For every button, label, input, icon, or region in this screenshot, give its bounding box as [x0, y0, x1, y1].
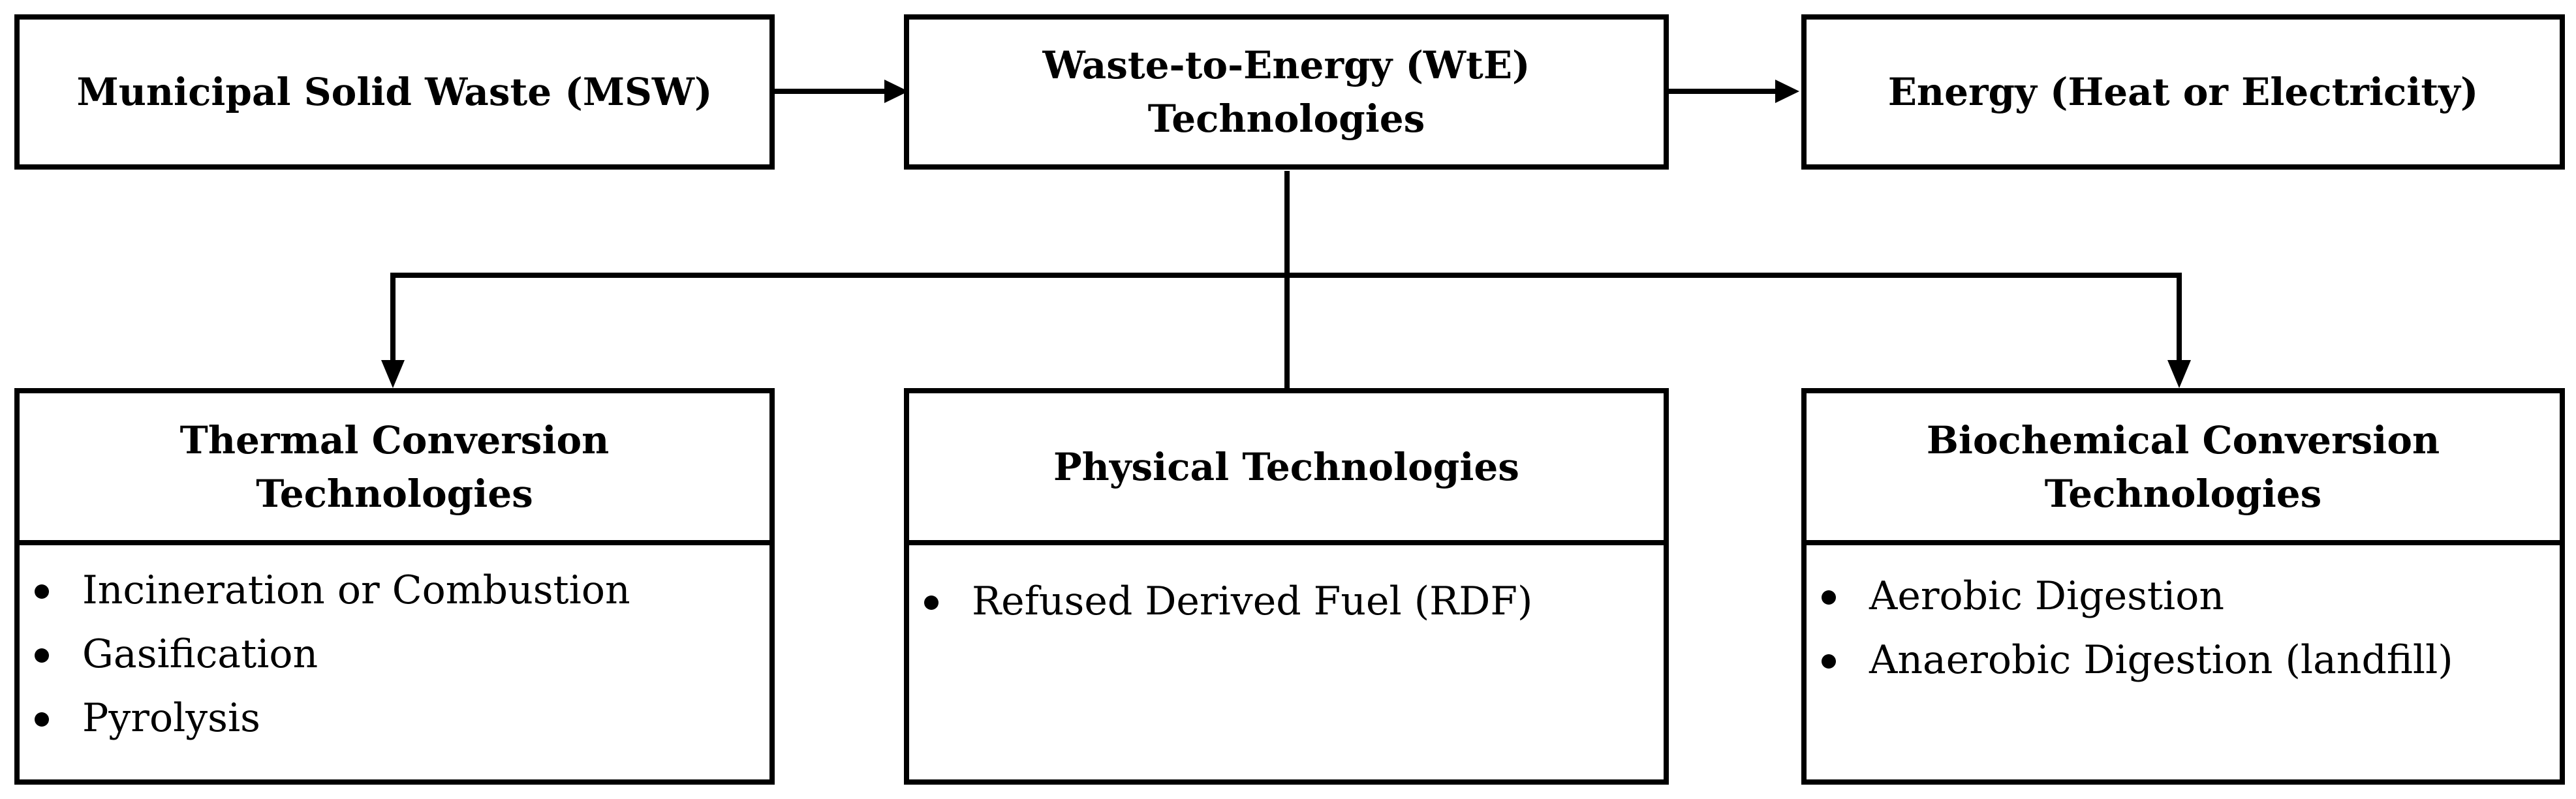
- bullet-icon: [35, 648, 49, 663]
- list-item: Incineration or Combustion: [20, 558, 769, 622]
- bullet-icon: [924, 595, 939, 610]
- energy-box: Energy (Heat or Electricity): [1801, 14, 2565, 170]
- list-item: Aerobic Digestion: [1807, 564, 2560, 628]
- physical-title: Physical Technologies: [1053, 444, 1519, 489]
- biochemical-title-line1: Biochemical Conversion: [1926, 417, 2440, 462]
- list-item: Anaerobic Digestion (landfill): [1807, 628, 2560, 692]
- arrow-to-biochemical: [2167, 273, 2191, 388]
- msw-label: Municipal Solid Waste (MSW): [76, 70, 713, 114]
- bullet-icon: [35, 712, 49, 727]
- biochemical-conversion-box: Biochemical Conversion Technologies Aero…: [1801, 388, 2565, 785]
- list-item-label: Incineration or Combustion: [82, 567, 630, 613]
- list-item-label: Gasification: [82, 631, 318, 677]
- thermal-conversion-header: Thermal Conversion Technologies: [20, 393, 769, 545]
- physical-technologies-header: Physical Technologies: [909, 393, 1664, 545]
- biochemical-conversion-header: Biochemical Conversion Technologies: [1807, 393, 2560, 545]
- list-item: Refused Derived Fuel (RDF): [909, 569, 1664, 633]
- msw-box: Municipal Solid Waste (MSW): [14, 14, 775, 170]
- thermal-title-line1: Thermal Conversion: [179, 417, 610, 462]
- list-item-label: Aerobic Digestion: [1869, 573, 2224, 619]
- bullet-icon: [35, 584, 49, 599]
- list-item: Pyrolysis: [20, 686, 769, 750]
- arrow-to-thermal: [381, 273, 405, 388]
- thermal-technology-list: Incineration or Combustion Gasification …: [20, 558, 769, 750]
- list-item-label: Refused Derived Fuel (RDF): [972, 579, 1533, 624]
- list-item: Gasification: [20, 622, 769, 686]
- wte-label-line2: Technologies: [1147, 97, 1425, 141]
- list-item-label: Pyrolysis: [82, 695, 260, 741]
- thermal-title-line2: Technologies: [256, 471, 533, 516]
- biochemical-title-line2: Technologies: [2044, 471, 2322, 516]
- wte-box: Waste-to-Energy (WtE) Technologies: [904, 14, 1669, 170]
- energy-label: Energy (Heat or Electricity): [1887, 70, 2479, 114]
- physical-technology-list: Refused Derived Fuel (RDF): [909, 569, 1664, 633]
- thermal-conversion-box: Thermal Conversion Technologies Incinera…: [14, 388, 775, 785]
- arrow-wte-to-energy: [1669, 80, 1799, 103]
- biochemical-technology-list: Aerobic Digestion Anaerobic Digestion (l…: [1807, 564, 2560, 692]
- physical-technologies-box: Physical Technologies Refused Derived Fu…: [904, 388, 1669, 785]
- list-item-label: Anaerobic Digestion (landfill): [1869, 637, 2453, 683]
- bullet-icon: [1822, 590, 1836, 605]
- arrow-msw-to-wte: [775, 80, 908, 103]
- wte-label-line1: Waste-to-Energy (WtE): [1042, 43, 1530, 87]
- bullet-icon: [1822, 654, 1836, 669]
